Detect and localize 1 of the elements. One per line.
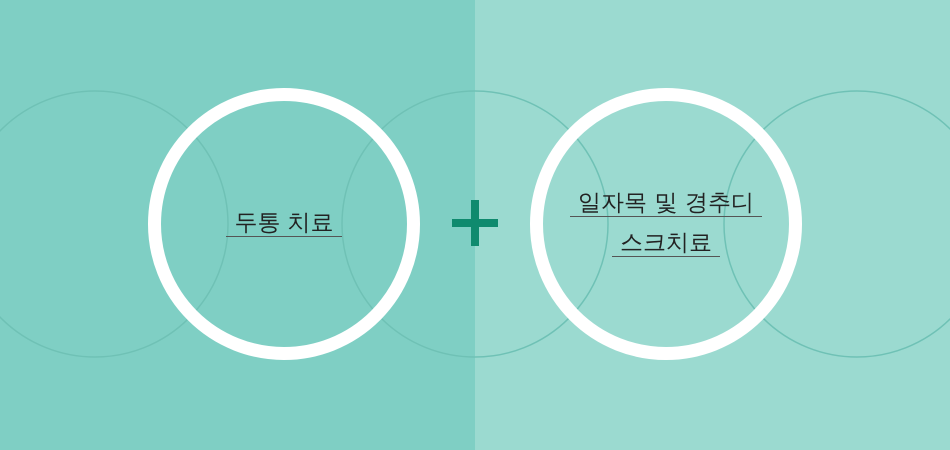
circle-label: 두통 치료 (226, 210, 342, 237)
